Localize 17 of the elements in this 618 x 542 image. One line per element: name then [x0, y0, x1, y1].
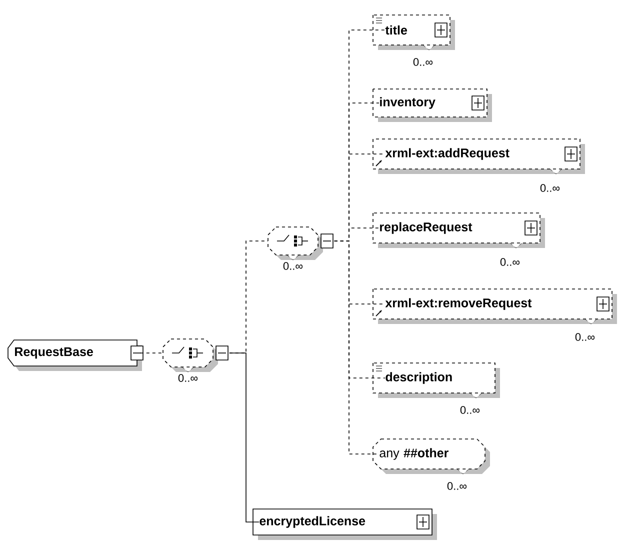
occurrence-label: 0..∞ — [413, 58, 433, 66]
connector-line — [334, 240, 380, 454]
occurrence-label: 0..∞ — [178, 374, 198, 382]
occurrence-label: 0..∞ — [447, 482, 467, 490]
occurrence-label: 0..∞ — [283, 262, 303, 270]
connector-line — [140, 352, 164, 354]
element-box: description — [372, 362, 500, 398]
root-element-box: RequestBase — [8, 340, 142, 371]
occurrence-label: 0..∞ — [460, 406, 480, 414]
element-box: xrml-ext:removeRequest — [372, 288, 617, 324]
element-box: replaceRequest — [372, 212, 545, 248]
occurrence-label: 0..∞ — [540, 184, 560, 192]
occurrence-label: 0..∞ — [575, 333, 595, 341]
element-box: encryptedLicense — [252, 508, 437, 540]
connector-line — [229, 352, 260, 522]
occurrence-label: 0..∞ — [500, 258, 520, 266]
element-box: xrml-ext:addRequest — [372, 138, 585, 174]
